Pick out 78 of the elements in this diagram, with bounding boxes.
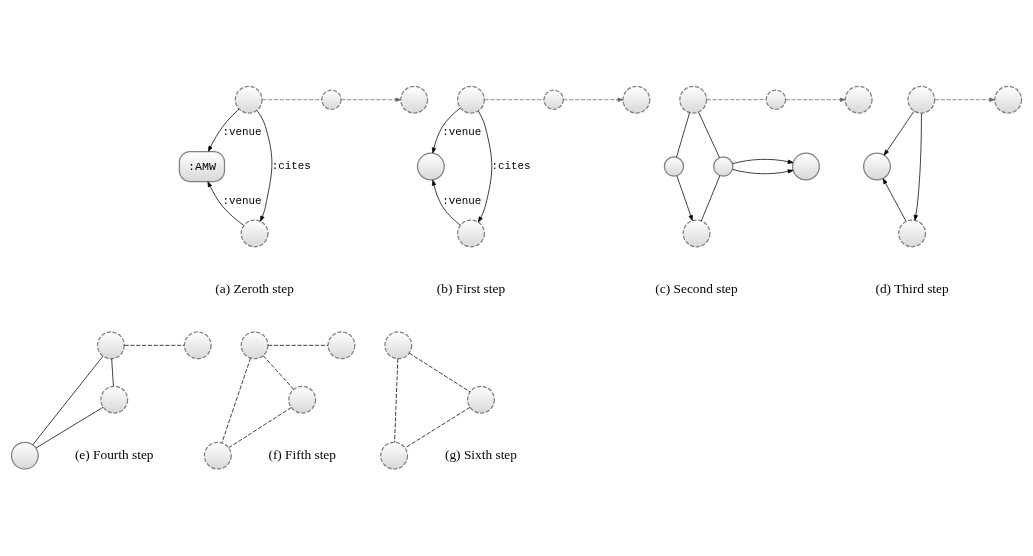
node-circle — [240, 330, 269, 359]
node-circle — [100, 385, 129, 414]
arrow — [256, 109, 273, 222]
node-circle — [240, 218, 269, 247]
node-circle — [907, 85, 936, 114]
node-circle — [203, 441, 232, 470]
node-circle — [543, 88, 564, 110]
arrow — [913, 112, 922, 221]
label: (a) Zeroth step — [215, 280, 294, 296]
arrow — [207, 180, 244, 226]
connector — [676, 111, 690, 158]
edge-label: :cites — [271, 159, 311, 172]
node-circle — [380, 441, 409, 470]
connector — [32, 355, 104, 445]
node-circle — [679, 85, 708, 114]
node-circle — [994, 85, 1023, 114]
edge-label: :cites — [491, 159, 531, 172]
node-circle — [327, 330, 356, 359]
node-circle — [400, 85, 429, 114]
label: (e) Fourth step — [74, 446, 154, 462]
arrow — [883, 110, 915, 156]
node-circle — [321, 88, 342, 110]
arrow — [563, 97, 624, 102]
connector — [409, 352, 471, 392]
arrow — [431, 179, 461, 225]
connector — [262, 354, 294, 390]
connector — [228, 406, 292, 448]
arrow — [431, 107, 461, 153]
arrow — [732, 168, 794, 174]
node-circle — [682, 218, 711, 247]
connector — [124, 344, 185, 346]
node-circle — [792, 152, 820, 181]
arrow — [882, 177, 907, 222]
arrow — [207, 108, 240, 152]
arrow — [934, 97, 996, 102]
label: (g) Sixth step — [444, 446, 517, 462]
arrow — [676, 175, 693, 221]
connector — [221, 357, 251, 443]
node-box: :AMW — [178, 150, 226, 182]
connector — [484, 98, 545, 100]
node-circle — [456, 218, 485, 247]
node-circle — [10, 441, 39, 470]
connector — [267, 344, 329, 346]
edge-label: :venue — [222, 194, 262, 207]
arrow — [785, 97, 846, 102]
connector — [394, 357, 399, 443]
node-circle — [456, 85, 485, 114]
connector — [698, 111, 720, 158]
node-circle — [467, 385, 495, 414]
label: (f) Fifth step — [268, 446, 336, 462]
connector — [261, 98, 323, 100]
node-circle — [384, 330, 413, 359]
connector — [404, 406, 471, 448]
arrow — [732, 158, 794, 164]
label: (c) Second step — [655, 280, 738, 296]
node-circle — [898, 218, 927, 247]
node-circle — [863, 152, 891, 181]
node-circle — [96, 330, 125, 359]
connector — [706, 98, 767, 100]
node-circle — [622, 85, 651, 114]
node-circle — [765, 88, 787, 110]
node-circle — [663, 155, 685, 177]
node-circle — [183, 330, 212, 359]
edge-label: :venue — [442, 194, 482, 207]
connector — [35, 406, 104, 448]
node-circle — [288, 385, 317, 414]
label: (d) Third step — [875, 280, 949, 296]
edge-label: :venue — [222, 125, 262, 138]
node-circle — [713, 155, 734, 177]
connector — [111, 358, 114, 387]
node-circle — [844, 85, 873, 114]
label: (b) First step — [436, 280, 506, 296]
edge-label: :venue — [442, 125, 482, 138]
connector — [700, 174, 721, 221]
arrow — [340, 97, 402, 102]
node-circle — [416, 152, 445, 181]
arrow — [477, 110, 493, 222]
node-circle — [234, 85, 263, 114]
